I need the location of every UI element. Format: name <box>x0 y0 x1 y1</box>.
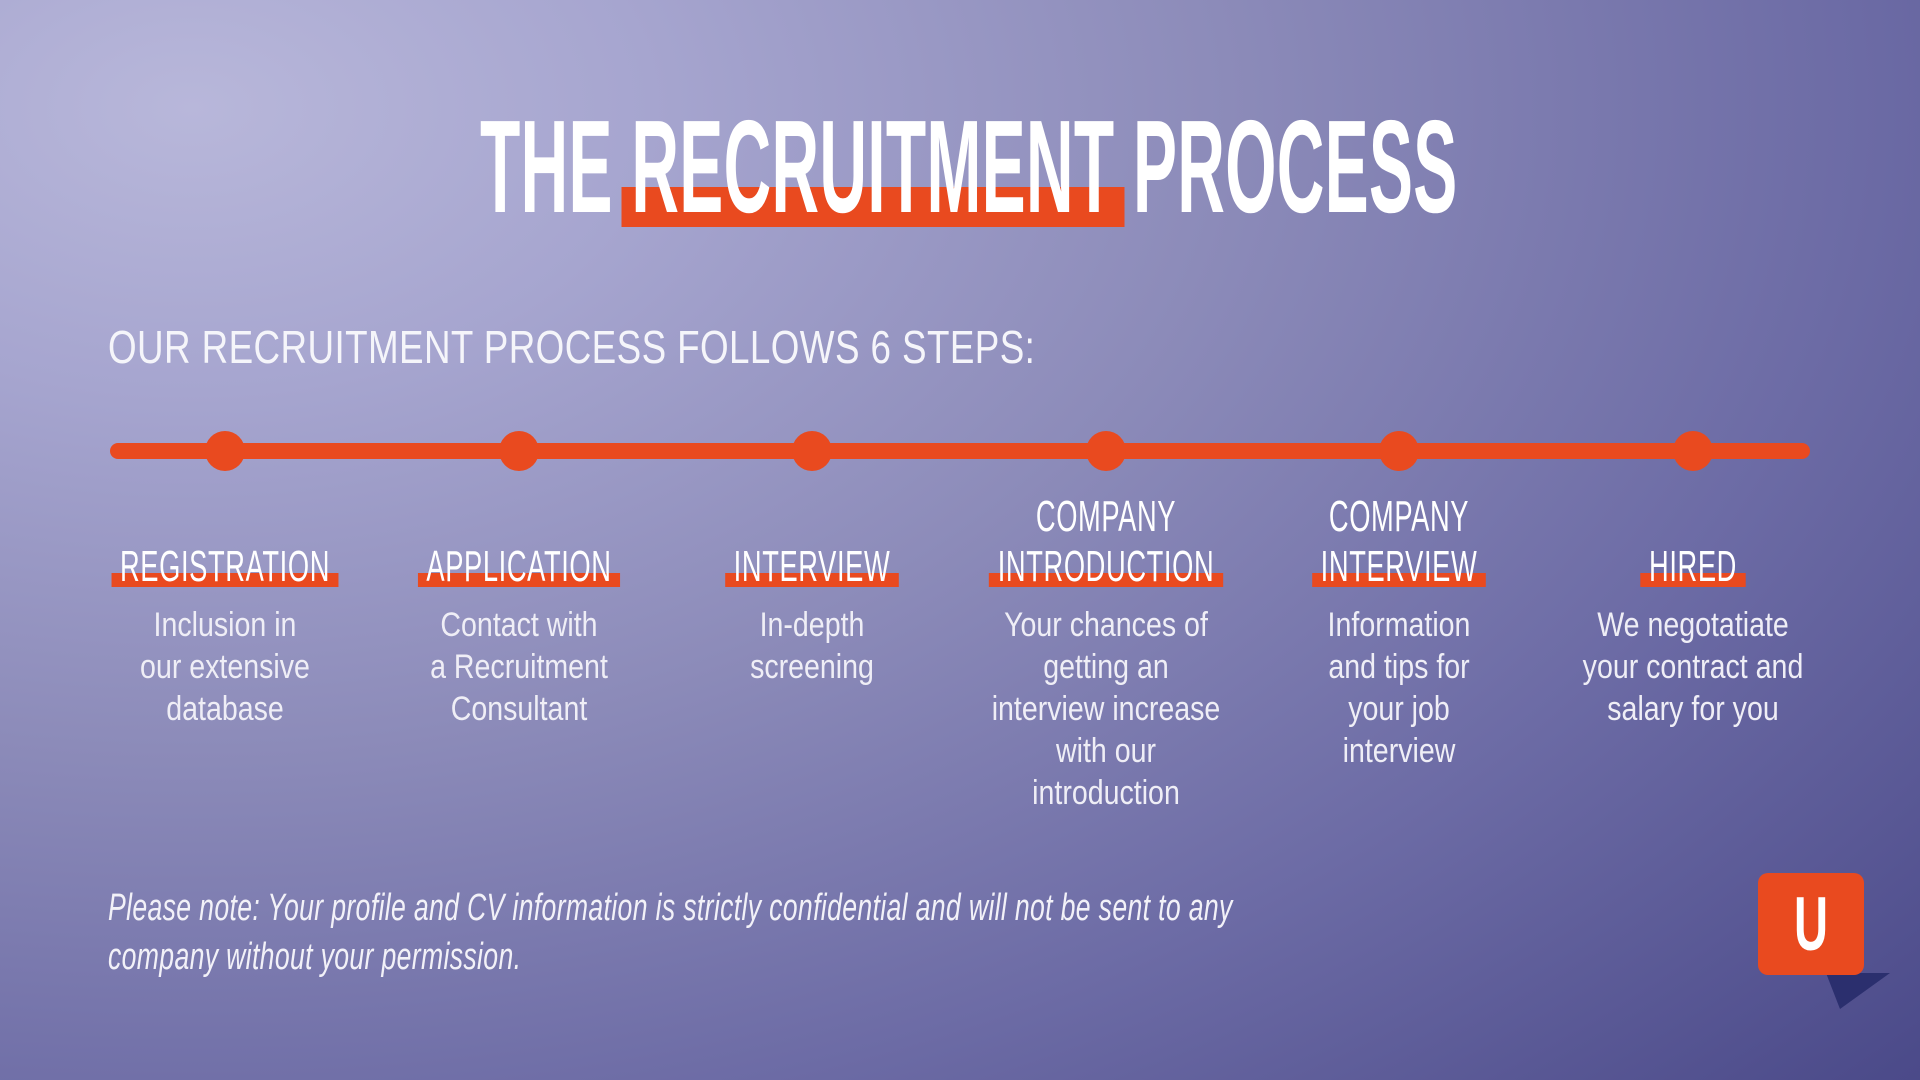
step-label-top: COMPANY <box>1328 492 1470 541</box>
timeline-line <box>110 443 1810 459</box>
step-label: REGISTRATION <box>111 542 339 591</box>
step-column-company-introduction: COMPANY INTRODUCTION Your chances of get… <box>946 480 1266 814</box>
step-label: INTRODUCTION <box>988 542 1223 591</box>
timeline-dot-5 <box>1379 431 1419 471</box>
step-description: Information and tips for your job interv… <box>1327 606 1471 770</box>
step-label: APPLICATION <box>417 542 620 591</box>
subtitle: OUR RECRUITMENT PROCESS FOLLOWS 6 STEPS: <box>108 321 1036 373</box>
step-column-company-interview: COMPANY INTERVIEW Information and tips f… <box>1239 480 1559 772</box>
timeline-dot-1 <box>205 431 245 471</box>
step-description: Inclusion in our extensive database <box>140 606 310 728</box>
step-label: INTERVIEW <box>725 542 899 591</box>
timeline-dot-6 <box>1672 431 1713 471</box>
title-post: PROCESS <box>1114 93 1458 240</box>
logo-tail-icon <box>1826 973 1890 1009</box>
confidentiality-note: Please note: Your profile and CV informa… <box>108 887 1233 978</box>
step-label-top: COMPANY <box>1035 492 1176 541</box>
step-column-interview: INTERVIEW In-depth screening <box>652 480 972 688</box>
title-pre: THE <box>480 93 632 240</box>
step-description: We negotatiate your contract and salary … <box>1582 606 1803 728</box>
logo-letter: U <box>1793 881 1829 967</box>
step-label: HIRED <box>1639 542 1746 591</box>
page-title: THE RECRUITMENT PROCESS <box>480 101 1457 233</box>
step-column-hired: HIRED We negotatiate your contract and s… <box>1533 480 1853 730</box>
company-logo: U <box>1756 871 1890 1011</box>
timeline-dot-4 <box>1085 431 1126 471</box>
step-column-registration: REGISTRATION Inclusion in our extensive … <box>65 480 385 730</box>
timeline-dot-2 <box>498 431 539 471</box>
title-highlighted-word: RECRUITMENT <box>631 93 1115 240</box>
step-description: Contact with a Recruitment Consultant <box>429 606 608 728</box>
logo-bubble-icon <box>1758 873 1890 1009</box>
logo-square <box>1758 873 1864 975</box>
step-column-application: APPLICATION Contact with a Recruitment C… <box>359 480 679 730</box>
step-label: INTERVIEW <box>1312 542 1486 591</box>
timeline-dot-3 <box>792 431 832 471</box>
step-description: In-depth screening <box>750 606 874 686</box>
step-description: Your chances of getting an interview inc… <box>991 606 1220 812</box>
